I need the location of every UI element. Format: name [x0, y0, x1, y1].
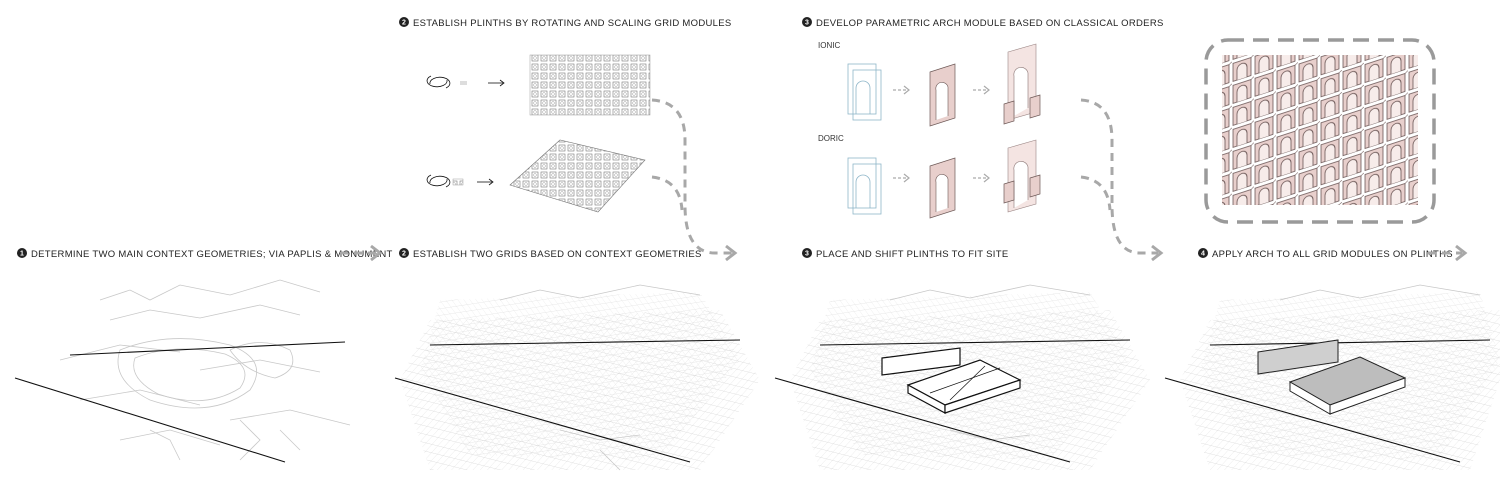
ionic-arch-solid — [929, 63, 956, 127]
site-plan-3 — [774, 284, 1150, 470]
step-4-caption: 4 APPLY ARCH TO ALL GRID MODULES ON PLIN… — [1198, 248, 1453, 260]
plinth-grid-flat — [529, 54, 651, 116]
svg-text:ESTABLISH PLINTHS BY ROTATING: ESTABLISH PLINTHS BY ROTATING AND SCALIN… — [413, 18, 732, 29]
ionic-label: IONIC — [818, 41, 840, 50]
arrow-step3-to-step4 — [1080, 98, 1164, 262]
site-plan-2 — [394, 284, 760, 471]
svg-text:1: 1 — [20, 251, 24, 258]
svg-text:3: 3 — [805, 251, 809, 258]
small-dashed-arrows — [893, 85, 990, 183]
svg-text:PLACE AND SHIFT PLINTHS TO FIT: PLACE AND SHIFT PLINTHS TO FIT SITE — [816, 249, 1008, 260]
doric-arch-solid — [929, 157, 956, 219]
plinth-grid-rotated — [509, 139, 646, 213]
plinth-upper — [881, 347, 961, 376]
doric-arch-parametric — [1003, 139, 1041, 213]
arrow-step4-out — [1428, 244, 1468, 262]
arrow-step2-to-step3 — [651, 98, 738, 262]
doric-label: DORIC — [818, 134, 844, 143]
unit-module-bottom — [452, 178, 464, 186]
step-3b-caption: 3 PLACE AND SHIFT PLINTHS TO FIT SITE — [802, 248, 1008, 260]
svg-text:4: 4 — [1201, 251, 1205, 258]
arch-field-frame — [1204, 38, 1436, 224]
svg-text:DEVELOP PARAMETRIC ARCH MODULE: DEVELOP PARAMETRIC ARCH MODULE BASED ON … — [816, 18, 1164, 29]
svg-text:2: 2 — [402, 251, 406, 258]
step-1-caption: 1 DETERMINE TWO MAIN CONTEXT GEOMETRIES;… — [17, 248, 393, 260]
unit-module-top — [460, 81, 467, 85]
ionic-wireframe — [847, 63, 882, 121]
right-arrow-bottom — [477, 178, 494, 186]
svg-text:3: 3 — [805, 20, 809, 27]
svg-text:2: 2 — [402, 20, 406, 27]
site-plan-1 — [14, 279, 351, 463]
step-3a-caption: 3 DEVELOP PARAMETRIC ARCH MODULE BASED O… — [802, 17, 1164, 29]
svg-text:DETERMINE TWO MAIN CONTEXT GEO: DETERMINE TWO MAIN CONTEXT GEOMETRIES; V… — [31, 249, 393, 260]
site-plan-4 — [1164, 284, 1500, 470]
arch-field-render — [1222, 55, 1418, 205]
step-2a-caption: 2 ESTABLISH PLINTHS BY ROTATING AND SCAL… — [399, 17, 732, 29]
doric-wireframe — [847, 157, 882, 215]
arrow-step1-to-step2 — [340, 244, 383, 262]
rotate-icon-bottom — [426, 174, 451, 188]
ionic-arch-parametric — [1003, 43, 1041, 125]
plinth-arch-upper — [1257, 339, 1339, 375]
step-2b-caption: 2 ESTABLISH TWO GRIDS BASED ON CONTEXT G… — [399, 248, 702, 260]
rotate-icon-top — [426, 75, 451, 89]
svg-text:APPLY ARCH TO ALL GRID MODULES: APPLY ARCH TO ALL GRID MODULES ON PLINTH… — [1212, 249, 1453, 260]
svg-text:ESTABLISH TWO GRIDS BASED ON C: ESTABLISH TWO GRIDS BASED ON CONTEXT GEO… — [413, 249, 702, 260]
right-arrow-top — [488, 79, 505, 87]
